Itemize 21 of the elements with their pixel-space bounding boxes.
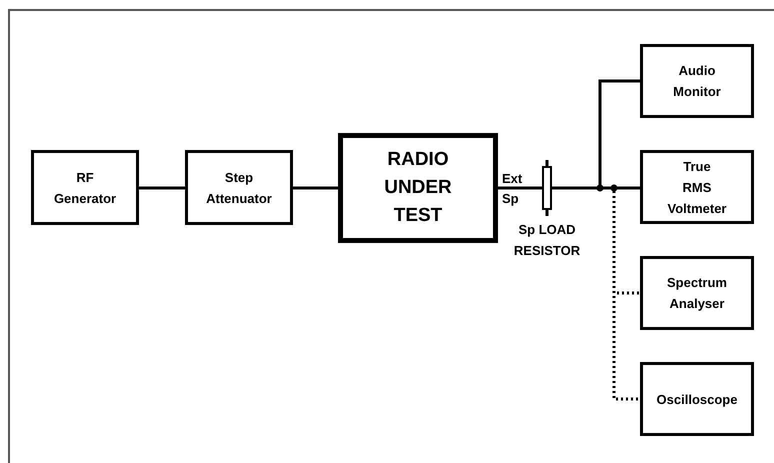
- process-box: [31, 150, 139, 225]
- process-box: [640, 362, 754, 436]
- process-box: [338, 133, 498, 243]
- process-box: [640, 256, 754, 330]
- box-label: True RMS Voltmeter: [668, 158, 726, 218]
- box-label: RADIO UNDER TEST: [383, 148, 453, 228]
- connector-line: [293, 186, 338, 190]
- box-label: Step Attenuator: [206, 168, 272, 208]
- connector-line: [498, 186, 542, 190]
- box-label: Oscilloscope: [656, 390, 738, 409]
- box-label: Audio Monitor: [673, 62, 721, 101]
- process-box: [640, 150, 754, 224]
- box-label: Spectrum Analyser: [667, 274, 727, 313]
- box-label: RF Generator: [54, 168, 116, 208]
- process-box: [640, 44, 754, 118]
- resistor-symbol: [542, 160, 552, 216]
- port-label: Sp: [502, 191, 519, 206]
- component-caption: Sp LOAD RESISTOR: [514, 221, 580, 260]
- port-label: Ext: [502, 171, 522, 186]
- process-box: [185, 150, 293, 225]
- connector-line: [139, 186, 185, 190]
